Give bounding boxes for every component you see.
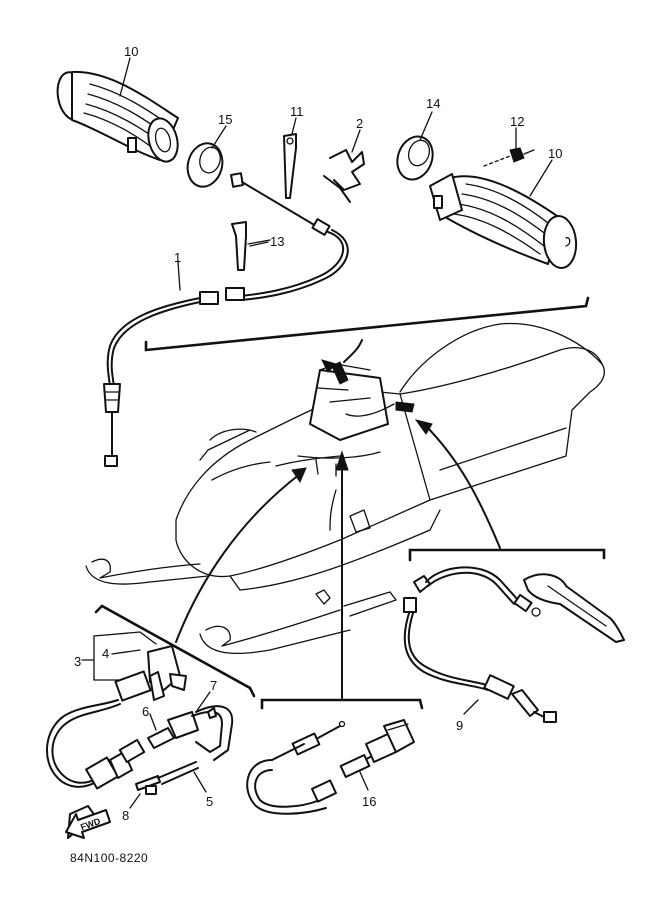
throttle-cable-1 bbox=[103, 172, 349, 467]
left-grip bbox=[56, 70, 179, 163]
cable-tie-13 bbox=[231, 221, 271, 271]
assembly-arrows bbox=[175, 339, 501, 699]
cable-tie-11 bbox=[283, 133, 297, 199]
callout-10-right: 10 bbox=[548, 146, 562, 161]
callout-12: 12 bbox=[510, 114, 524, 129]
spring-clip-2 bbox=[323, 149, 365, 203]
callout-15: 15 bbox=[218, 112, 232, 127]
bracket-right bbox=[408, 548, 606, 562]
right-grip bbox=[429, 173, 578, 269]
brake-lever bbox=[523, 573, 625, 643]
callout-labels: 10 15 11 2 14 12 10 13 1 3 4 7 6 5 8 9 1… bbox=[74, 44, 562, 823]
callout-4: 4 bbox=[102, 646, 109, 661]
switch-assembly bbox=[45, 631, 234, 839]
callout-1: 1 bbox=[174, 250, 181, 265]
choke-cable-16 bbox=[246, 719, 415, 815]
grip-ring-left bbox=[186, 142, 224, 188]
callout-10-left: 10 bbox=[124, 44, 138, 59]
bracket-top bbox=[144, 296, 590, 352]
callout-7: 7 bbox=[210, 678, 217, 693]
brake-cable-9 bbox=[403, 566, 557, 723]
callout-6: 6 bbox=[142, 704, 149, 719]
snowmobile-body bbox=[85, 322, 605, 654]
diagram-part-number: 84N100-8220 bbox=[70, 851, 148, 865]
callout-11: 11 bbox=[290, 104, 304, 119]
callout-16: 16 bbox=[362, 794, 376, 809]
bracket-bottom-middle bbox=[260, 698, 424, 710]
callout-13: 13 bbox=[270, 234, 284, 249]
leader-lines bbox=[119, 57, 553, 809]
callout-14: 14 bbox=[426, 96, 440, 111]
callout-8: 8 bbox=[122, 808, 129, 823]
grip-ring-right bbox=[396, 135, 434, 181]
screw-12 bbox=[483, 147, 535, 167]
bracket-bottom-left bbox=[94, 604, 256, 698]
callout-3: 3 bbox=[74, 654, 81, 669]
callout-5: 5 bbox=[206, 794, 213, 809]
callout-9: 9 bbox=[456, 718, 463, 733]
callout-2: 2 bbox=[356, 116, 363, 131]
